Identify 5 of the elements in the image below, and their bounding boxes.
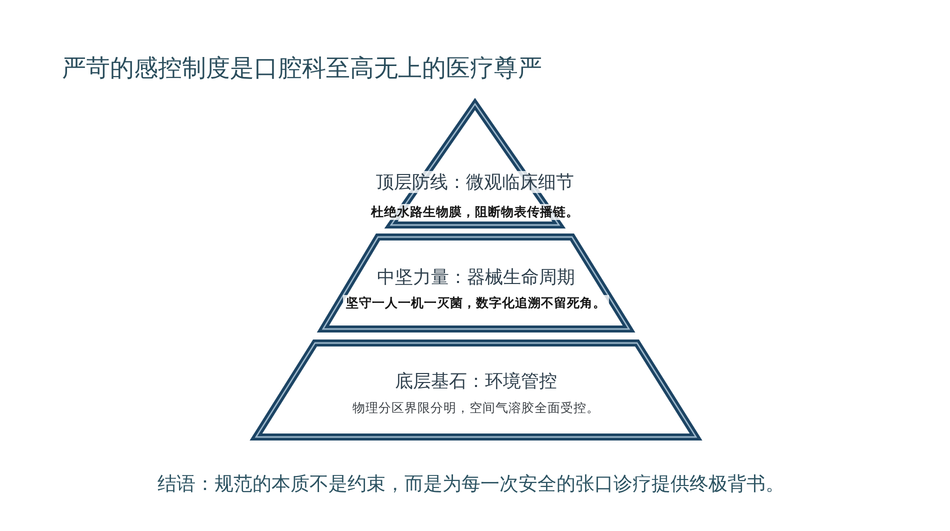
trapezoid-tier (252, 339, 700, 441)
tier-description: 坚守一人一机一灭菌，数字化追溯不留死角。 (343, 295, 609, 311)
trapezoid-tier (318, 233, 634, 333)
title: 严苛的感控制度是口腔科至高无上的医疗尊严 (62, 54, 542, 84)
caption: 结语：规范的本质不是约束，而是为每一次安全的张口诊疗提供终极背书。 (158, 473, 784, 497)
